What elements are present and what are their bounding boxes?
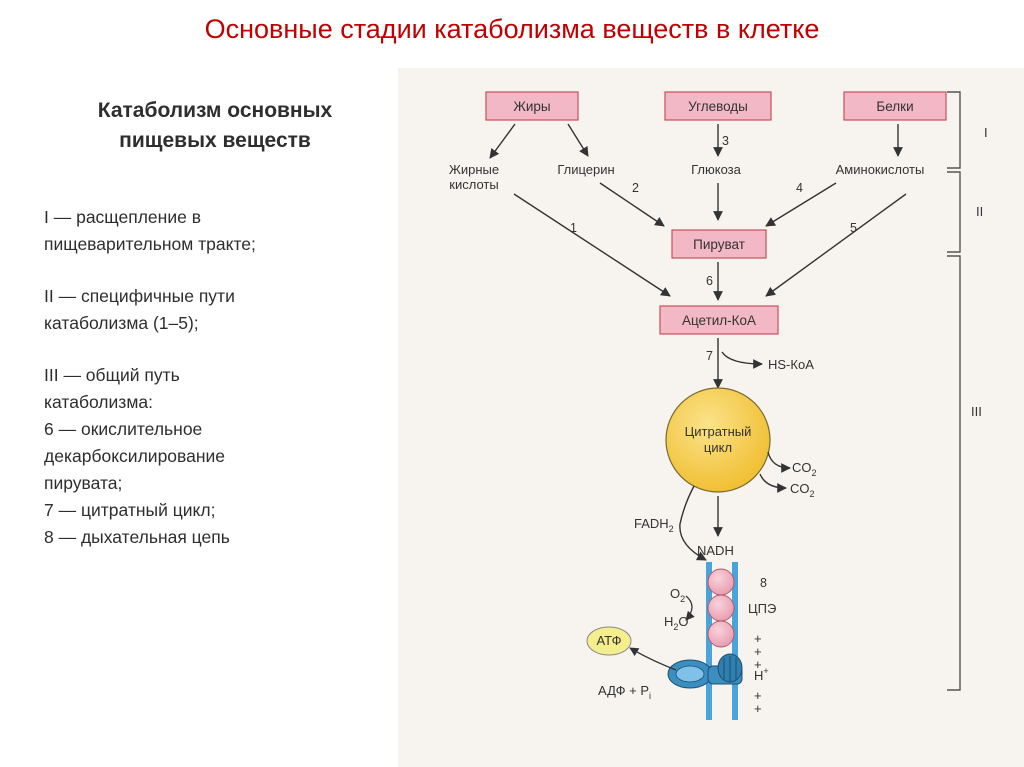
list-line: I — расщепление в bbox=[44, 207, 201, 227]
heading-line: пищевых веществ bbox=[119, 129, 311, 152]
carbs-label: Углеводы bbox=[688, 99, 748, 114]
proteins-label: Белки bbox=[876, 99, 913, 114]
bracket-stage-3 bbox=[947, 255, 961, 691]
list-line: пищеварительном тракте; bbox=[44, 234, 256, 254]
hydrolysis-arrows bbox=[489, 123, 903, 159]
etc-complex bbox=[707, 594, 735, 622]
plus-sign: + bbox=[754, 688, 762, 703]
stage-label: I bbox=[984, 125, 988, 140]
carbs-box bbox=[664, 91, 772, 121]
pathway-number: 2 bbox=[632, 181, 639, 195]
etc-label: ЦПЭ bbox=[748, 601, 776, 616]
etc-complex bbox=[707, 568, 735, 596]
stage-label: III bbox=[971, 404, 982, 419]
pyruvate-label: Пируват bbox=[693, 237, 745, 252]
co2-arrows bbox=[759, 451, 791, 493]
acetyl-coa-box bbox=[659, 305, 779, 335]
o2-reduction-arrow bbox=[685, 595, 695, 621]
list-line: II — специфичные пути bbox=[44, 286, 235, 306]
nadh-label: NADH bbox=[697, 543, 734, 558]
stage-description-list: I — расщепление в пищеварительном тракте… bbox=[44, 204, 394, 551]
fats-box bbox=[485, 91, 579, 121]
o2-label: O2 bbox=[670, 586, 685, 604]
etc-complex bbox=[707, 620, 735, 648]
list-line: катаболизма (1–5); bbox=[44, 313, 199, 333]
inner-membrane bbox=[706, 562, 738, 720]
h2o-label: H2O bbox=[664, 614, 689, 632]
acetyl-coa-label: Ацетил-КоА bbox=[682, 313, 756, 328]
pathway-arrows bbox=[513, 182, 907, 301]
hs-coa-label: HS-КоА bbox=[768, 357, 814, 372]
list-line: декарбоксилирование bbox=[44, 446, 226, 466]
pathway-number: 6 bbox=[706, 274, 713, 288]
atp-synthesis-arrow bbox=[629, 647, 677, 671]
atp-ellipse bbox=[586, 626, 632, 656]
plus-sign: + bbox=[754, 701, 762, 716]
stage-label: II bbox=[976, 204, 983, 219]
pyruvate-box bbox=[671, 229, 767, 259]
bracket-stage-2 bbox=[947, 171, 961, 253]
stage-brackets bbox=[947, 91, 961, 691]
list-gap bbox=[44, 258, 394, 283]
amino-acids-label: Аминокислоты bbox=[836, 162, 925, 177]
citrate-cycle-label: цикл bbox=[704, 440, 732, 455]
pathway-number: 3 bbox=[722, 134, 729, 148]
catabolism-diagram: I II III Жиры Углеводы Белки 3 Жирные ки… bbox=[449, 91, 988, 720]
list-line: 7 — цитратный цикл; bbox=[44, 500, 216, 520]
adp-pi-label: АДФ + Pi bbox=[598, 683, 651, 701]
fadh2-label: FADH2 bbox=[634, 516, 674, 534]
atp-synthase bbox=[667, 653, 743, 689]
list-line: 6 — окислительное bbox=[44, 419, 203, 439]
proton-label: H+ bbox=[754, 666, 769, 683]
heading-line: Катаболизм основных bbox=[97, 99, 333, 122]
cycle-entry-arrows bbox=[713, 338, 763, 389]
fatty-acids-label: кислоты bbox=[449, 177, 498, 192]
list-gap bbox=[44, 337, 394, 362]
proton-plus-signs: + + + + + bbox=[754, 631, 762, 716]
fatty-acids-label: Жирные bbox=[449, 162, 499, 177]
plus-sign: + bbox=[754, 657, 762, 672]
left-heading: Катаболизм основных пищевых веществ bbox=[40, 96, 390, 156]
citrate-cycle-label: Цитратный bbox=[685, 424, 752, 439]
proteins-box bbox=[843, 91, 947, 121]
co2-label: CO2 bbox=[790, 481, 815, 499]
plus-sign: + bbox=[754, 631, 762, 646]
page-title: Основные стадии катаболизма веществ в кл… bbox=[204, 14, 820, 44]
citrate-cycle-circle bbox=[665, 387, 771, 493]
pathway-number: 5 bbox=[850, 221, 857, 235]
reduced-carrier-arrows bbox=[679, 485, 723, 561]
fats-label: Жиры bbox=[513, 99, 550, 114]
glucose-label: Глюкоза bbox=[691, 162, 742, 177]
bracket-stage-1 bbox=[947, 91, 961, 169]
co2-label: CO2 bbox=[792, 460, 817, 478]
list-line: III — общий путь bbox=[44, 365, 180, 385]
pathway-number: 1 bbox=[570, 221, 577, 235]
pathway-number: 7 bbox=[706, 349, 713, 363]
atp-label: АТФ bbox=[596, 633, 621, 648]
list-line: катаболизма: bbox=[44, 392, 153, 412]
pathway-number: 4 bbox=[796, 181, 803, 195]
plus-sign: + bbox=[754, 644, 762, 659]
glycerol-label: Глицерин bbox=[557, 162, 614, 177]
list-line: пирувата; bbox=[44, 473, 123, 493]
list-line: 8 — дыхательная цепь bbox=[44, 527, 230, 547]
pathway-number: 8 bbox=[760, 576, 767, 590]
